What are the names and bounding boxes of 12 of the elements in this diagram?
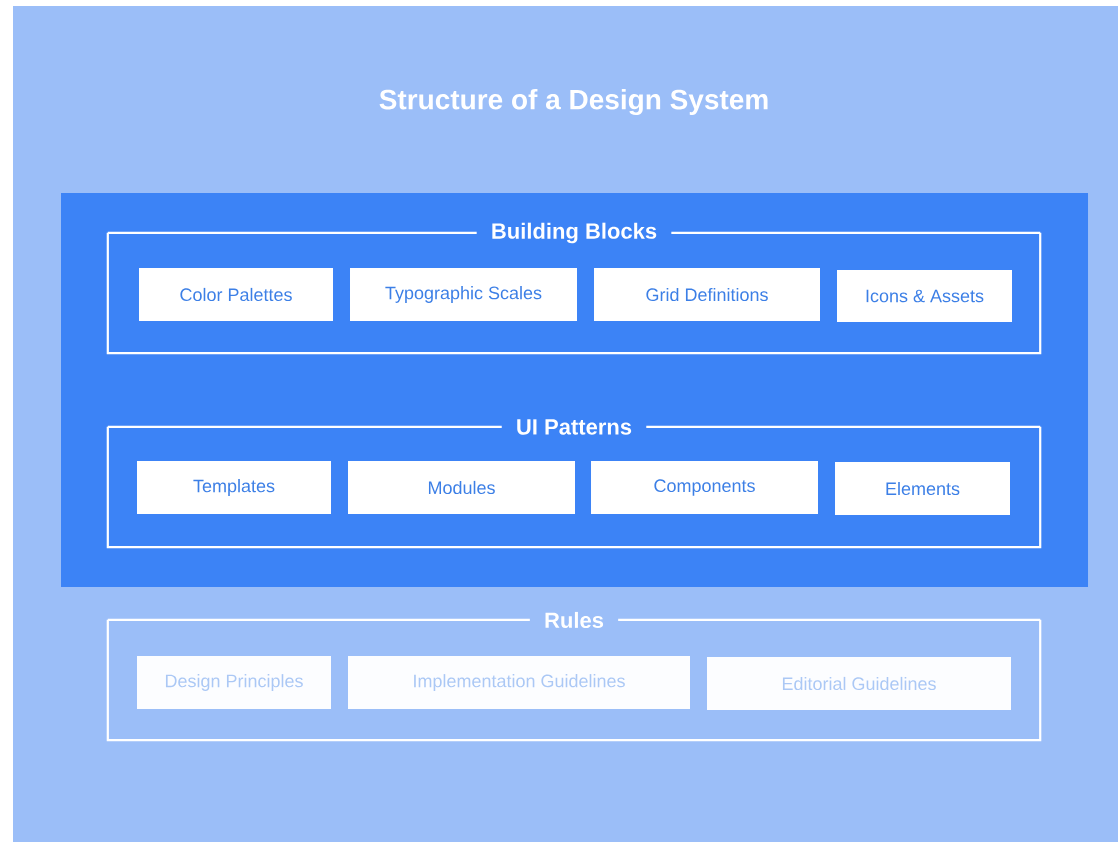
item-box: Implementation Guidelines [348,656,690,709]
item-box: Design Principles [137,656,331,709]
item-box: Icons & Assets [837,270,1012,322]
item-box: Grid Definitions [594,268,820,321]
item-box: Typographic Scales [350,268,577,321]
item-box: Color Palettes [139,268,333,321]
item-box: Components [591,461,818,514]
title: Structure of a Design System [379,88,768,116]
item-box: Templates [137,461,331,514]
item-box: Editorial Guidelines [707,657,1011,710]
item-box: Elements [835,462,1010,515]
item-box: Modules [348,461,575,514]
